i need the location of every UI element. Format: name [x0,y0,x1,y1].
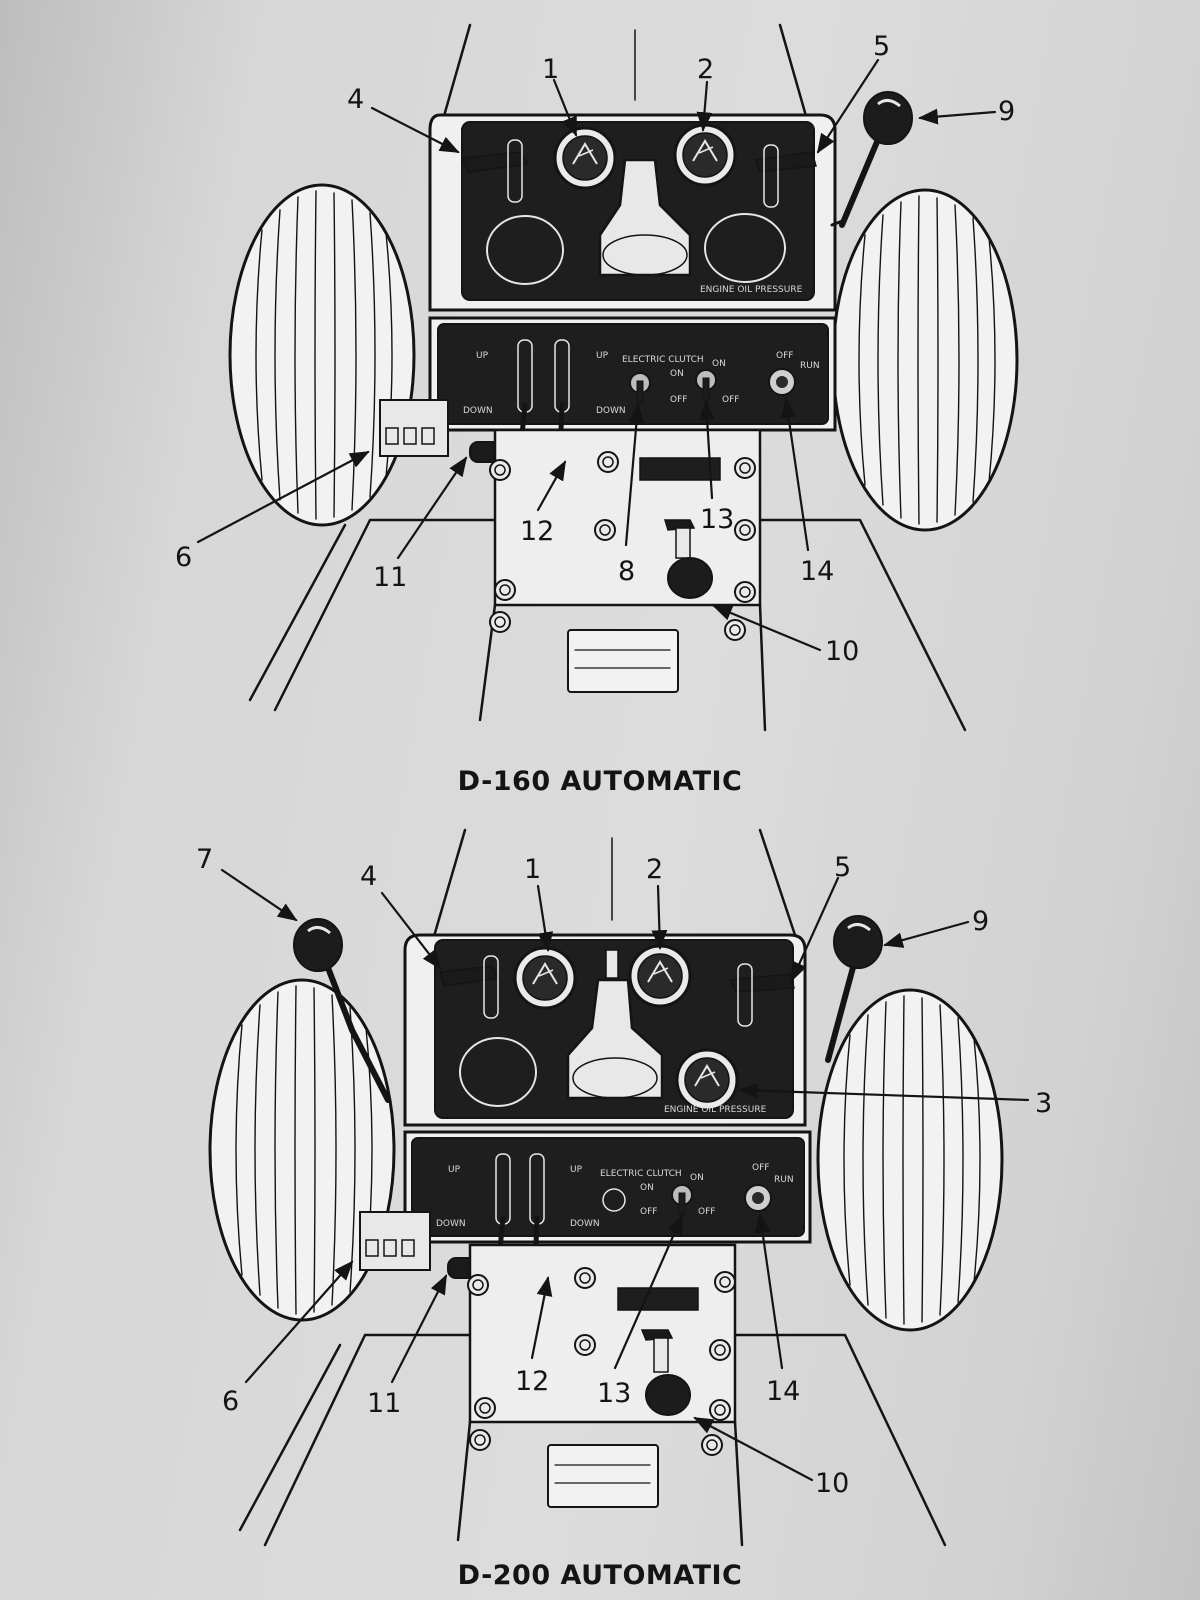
caption-d160: D-160 AUTOMATIC [457,766,743,797]
callout-1: 1 [542,54,559,85]
callout-13: 13 [700,504,734,535]
lights-off-label-d200: OFF [698,1207,715,1217]
callout-11: 11 [373,562,407,593]
callout-13-d200: 13 [597,1378,631,1409]
callout-2-d200: 2 [646,854,663,885]
clutch-off-label: OFF [670,395,687,405]
callout-5: 5 [873,31,890,62]
ignition-off-label-d200: OFF [752,1163,769,1173]
callout-6-d200: 6 [222,1386,239,1417]
ignition-run-label-d200: RUN [774,1175,794,1185]
callout-8: 8 [618,556,635,587]
diagram-d160: ENGINE OIL PRESSURE UP DOWN UP DOWN ELEC… [175,23,1019,732]
right-lever-up-label: UP [596,351,609,361]
right-lever-down-label: DOWN [596,406,626,416]
right-lever-up-label-d200: UP [570,1165,583,1175]
callout-9-d200: 9 [972,906,989,937]
callout-6: 6 [175,542,192,573]
oil-pressure-label-d200: ENGINE OIL PRESSURE [664,1105,767,1115]
lights-on-label-d200: ON [690,1173,704,1183]
caption-d200: D-200 AUTOMATIC [457,1560,743,1591]
callout-4-d200: 4 [360,861,377,892]
callout-14: 14 [800,556,834,587]
right-lever-down-label-d200: DOWN [570,1219,600,1229]
ignition-run-label: RUN [800,361,820,371]
callouts-d160: 1 2 4 5 9 6 11 12 8 13 14 10 [175,31,1015,667]
callout-9: 9 [998,96,1015,127]
clutch-label: ELECTRIC CLUTCH [622,355,704,365]
oil-pressure-label: ENGINE OIL PRESSURE [700,285,803,295]
ignition-off-label: OFF [776,351,793,361]
callout-12-d200: 12 [515,1366,549,1397]
lights-off-label: OFF [722,395,739,405]
callout-4: 4 [347,84,364,115]
left-lever-up-label: UP [476,351,489,361]
callout-3: 3 [1035,1088,1052,1119]
callout-11-d200: 11 [367,1388,401,1419]
callout-1-d200: 1 [524,854,541,885]
lights-on-label: ON [712,359,726,369]
left-lever-down-label: DOWN [463,406,493,416]
clutch-on-label: ON [670,369,684,379]
callout-12: 12 [520,516,554,547]
callout-2: 2 [697,54,714,85]
clutch-off-label-d200: OFF [640,1207,657,1217]
callouts-d200: 7 4 1 2 5 9 3 6 11 12 13 14 10 [196,844,1052,1499]
diagram-d200: ENGINE OIL PRESSURE UP DOWN UP DOWN ELEC… [196,828,1052,1547]
left-lever-down-label-d200: DOWN [436,1219,466,1229]
callout-10: 10 [825,636,859,667]
left-lever-up-label-d200: UP [448,1165,461,1175]
callout-7: 7 [196,844,213,875]
clutch-label-d200: ELECTRIC CLUTCH [600,1169,682,1179]
callout-5-d200: 5 [834,852,851,883]
clutch-on-label-d200: ON [640,1183,654,1193]
callout-10-d200: 10 [815,1468,849,1499]
callout-14-d200: 14 [766,1376,800,1407]
